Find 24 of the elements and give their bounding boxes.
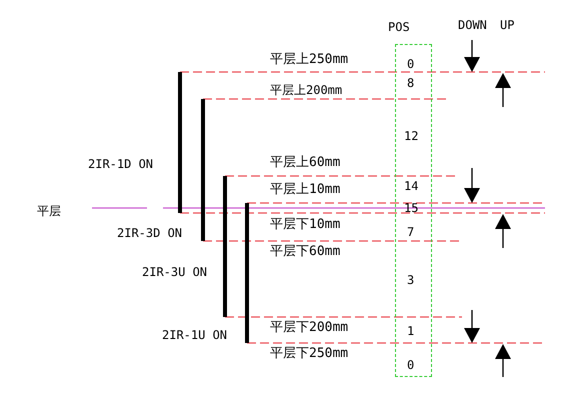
level-label: 平层上60mm: [270, 156, 340, 170]
level-label: 平层: [37, 204, 61, 218]
position-number: 7: [407, 225, 414, 239]
position-number: 3: [407, 273, 414, 287]
level-label: 平层下250mm: [270, 347, 348, 361]
level-label: 平层上200mm: [270, 83, 342, 97]
level-label: UP: [500, 18, 514, 32]
position-number: 14: [404, 179, 418, 193]
level-label: 平层下60mm: [270, 245, 340, 259]
level-label: 平层下200mm: [270, 321, 348, 335]
level-label: 平层下10mm: [270, 218, 340, 232]
position-number: 0: [407, 358, 414, 372]
level-label: 平层上10mm: [270, 183, 340, 197]
level-label: 2IR-1D ON: [88, 157, 154, 171]
position-number: 8: [407, 76, 414, 90]
level-label: DOWN: [458, 18, 487, 32]
level-label: 2IR-1U ON: [162, 328, 228, 342]
position-number: 0: [407, 57, 414, 71]
position-number: 1: [407, 324, 414, 338]
level-label: 平层上250mm: [270, 53, 348, 67]
level-label: 2IR-3D ON: [117, 226, 182, 240]
column-heading: POS: [388, 20, 410, 34]
position-number: 12: [404, 129, 418, 143]
level-label: 2IR-3U ON: [142, 265, 208, 279]
